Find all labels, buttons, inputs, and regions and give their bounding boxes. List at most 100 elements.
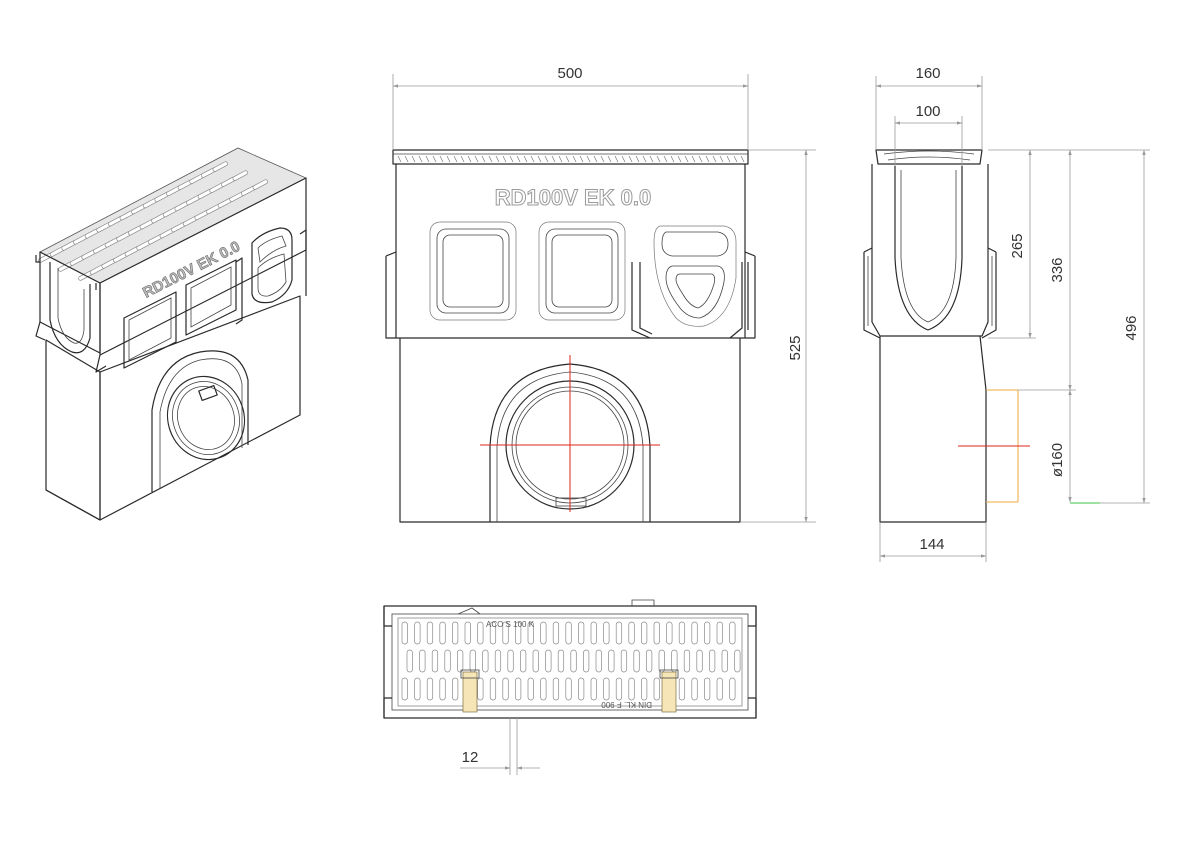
- grate-slot: [729, 621, 736, 645]
- front-grate-rib: [425, 155, 430, 163]
- grate-slot: [527, 677, 534, 701]
- grate-slot: [552, 677, 560, 701]
- grate-slot: [641, 621, 648, 645]
- front-grate-rib: [684, 155, 689, 163]
- dim-depth-265: 265: [1009, 233, 1026, 258]
- front-grate-rib: [677, 155, 682, 163]
- grate-slot: [633, 649, 640, 673]
- front-grate-rib: [719, 155, 724, 163]
- front-grate-rib: [537, 155, 542, 163]
- grate-slot: [565, 677, 572, 701]
- grate-slot: [489, 677, 497, 701]
- grate-slot: [678, 677, 686, 701]
- grate-slot: [603, 621, 610, 645]
- grate-slot: [502, 677, 509, 701]
- grate-slot: [653, 621, 660, 645]
- front-grate-rib: [586, 155, 591, 163]
- front-grate-rib: [691, 155, 696, 163]
- dim-front-height: 525: [787, 335, 804, 360]
- grate-slot: [502, 621, 509, 645]
- grate-slot: [401, 677, 408, 701]
- grate-slot: [452, 677, 459, 701]
- front-grate-rib: [705, 155, 710, 163]
- grate-slot: [608, 649, 615, 673]
- grate-slot: [439, 677, 446, 701]
- grate-slot: [615, 621, 623, 645]
- front-grate-rib: [607, 155, 612, 163]
- grate-slot: [570, 649, 577, 673]
- grate-slot: [452, 621, 459, 645]
- grate-slot: [431, 649, 439, 673]
- grate-slot: [590, 677, 597, 701]
- front-grate-rib: [635, 155, 640, 163]
- front-grate-rib: [670, 155, 675, 163]
- front-grate-rib: [733, 155, 738, 163]
- front-grate-rib: [642, 155, 647, 163]
- front-grate-rib: [397, 155, 402, 163]
- grate-slot: [482, 649, 489, 673]
- iso-grate-slots: [38, 161, 268, 281]
- grate-slot: [489, 621, 497, 645]
- front-grate-rib: [740, 155, 745, 163]
- grate-slot: [691, 677, 698, 701]
- grate-slot: [507, 649, 514, 673]
- front-grate-rib: [474, 155, 479, 163]
- dim-plan-gap: 12: [462, 749, 479, 766]
- grate-slot: [628, 677, 635, 701]
- front-grate-rib: [502, 155, 507, 163]
- front-grate-rib: [488, 155, 493, 163]
- grate-slot: [469, 649, 476, 673]
- grate-slot: [515, 621, 522, 645]
- grate-slot: [666, 621, 673, 645]
- grate-slot: [641, 677, 648, 701]
- iso-grate: [39, 147, 307, 284]
- grate-slot: [457, 649, 464, 673]
- grate-slot: [545, 649, 552, 673]
- grate-slot: [464, 621, 471, 645]
- front-grate-rib: [726, 155, 731, 163]
- grate-slot: [709, 649, 716, 673]
- grate-slot: [527, 621, 534, 645]
- front-grate-rib: [565, 155, 570, 163]
- grate-slot: [646, 649, 653, 673]
- front-grate-rib: [509, 155, 514, 163]
- grate-slot: [578, 621, 585, 645]
- front-grate-rib: [649, 155, 654, 163]
- grate-slot: [691, 621, 698, 645]
- grate-slot: [590, 621, 597, 645]
- grate-slot: [426, 621, 434, 645]
- front-grate-rib: [446, 155, 451, 163]
- grate-slot: [552, 621, 560, 645]
- front-grate-rib: [418, 155, 423, 163]
- front-grate-rib: [439, 155, 444, 163]
- grate-slot: [540, 621, 547, 645]
- plan-view: ACO S 100 K DIN KL. F 900 12: [383, 599, 757, 775]
- grate-slot: [696, 649, 703, 673]
- front-grate-rib: [544, 155, 549, 163]
- grate-text-bottom: DIN KL. F 900: [601, 700, 652, 709]
- front-view: RD100V EK 0.0 500 525: [385, 65, 816, 523]
- dim-side-top-width: 160: [915, 65, 940, 82]
- grate-slot: [426, 677, 434, 701]
- plan-bolt-left: [462, 671, 478, 713]
- side-view: 160 100 144 265 336 ø160 496: [863, 65, 1150, 562]
- grate-slot: [658, 649, 665, 673]
- grate-slot: [578, 677, 585, 701]
- grate-text-top: ACO S 100 K: [486, 620, 535, 629]
- front-grate-rib: [614, 155, 619, 163]
- front-grate-rib: [663, 155, 668, 163]
- grate-slot: [734, 649, 741, 673]
- front-grate-rib: [432, 155, 437, 163]
- front-grate-rib: [411, 155, 416, 163]
- front-grate-rib: [628, 155, 633, 163]
- iso-grate-slot: [252, 179, 268, 190]
- grate-slot: [721, 649, 728, 673]
- grate-slot: [678, 621, 686, 645]
- grate-slot: [653, 677, 660, 701]
- grate-slot: [716, 677, 723, 701]
- grate-slot: [583, 649, 590, 673]
- front-grate-rib: [481, 155, 486, 163]
- grate-slot: [683, 649, 691, 673]
- front-grate-rib: [495, 155, 500, 163]
